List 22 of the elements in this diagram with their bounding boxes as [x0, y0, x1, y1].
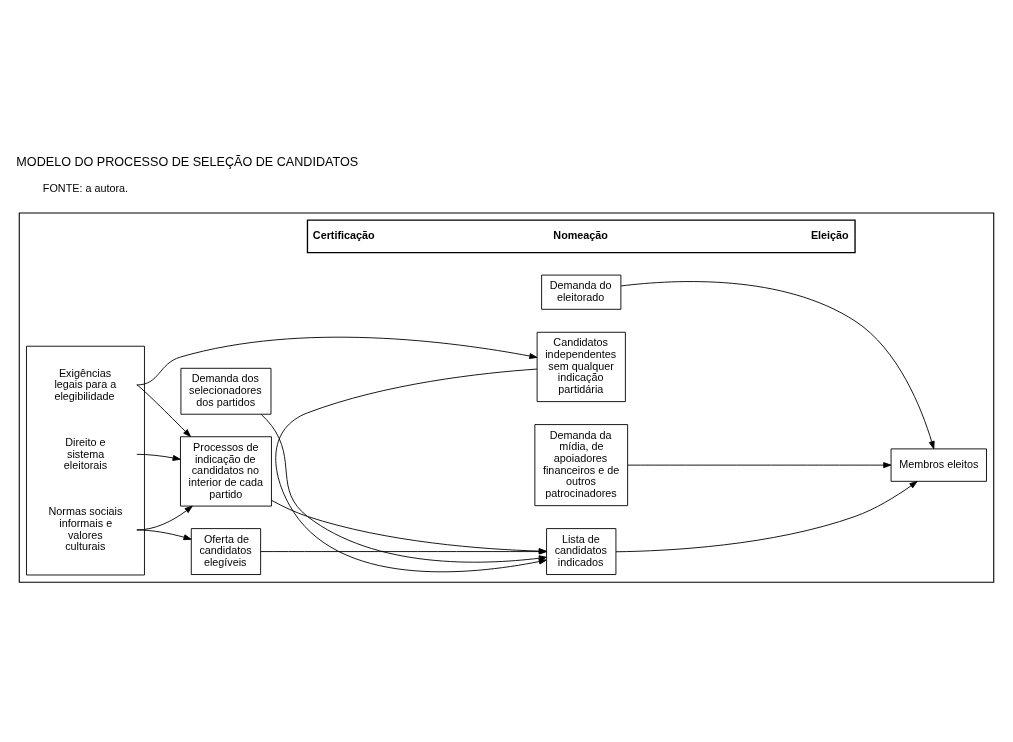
node-box: Membros eleitos — [890, 448, 987, 482]
node-box: Processos de indicação de candidatos no interior de cada partido — [180, 436, 272, 507]
node-box: Oferta de candidatos elegíveis — [190, 528, 262, 575]
node-box: Candidatos independentes sem qualquer indicação partidária — [536, 331, 626, 403]
arrow — [271, 499, 547, 555]
arrow — [620, 281, 935, 450]
arrow — [136, 453, 181, 461]
arrow — [136, 529, 192, 541]
arrow — [615, 481, 918, 553]
node-box: Exigências legais para a elegibilidade Direito e sistema eleitorais Normas sociais informais e valores culturais — [26, 345, 145, 576]
arrow — [136, 336, 538, 386]
arrow — [260, 548, 547, 555]
caption: FONTE: a autora. — [42, 182, 129, 195]
arrow — [627, 462, 892, 469]
cluster — [18, 212, 995, 583]
node-box: Certificação Nomeação Eleição — [306, 219, 856, 254]
node-box: Lista de candidatos indicados — [546, 528, 617, 575]
node-box: Demanda dos selecionadores dos partidos — [180, 367, 272, 415]
arrow — [136, 384, 191, 437]
node-box: Demanda do eleitorado — [541, 274, 622, 310]
node-box: Demanda da mídia, de apoiadores financeiros e de outros patrocinadores — [534, 424, 629, 507]
diagram-title: MODELO DO PROCESSO DE SELEÇÃO DE CANDIDATOS — [16, 155, 359, 170]
